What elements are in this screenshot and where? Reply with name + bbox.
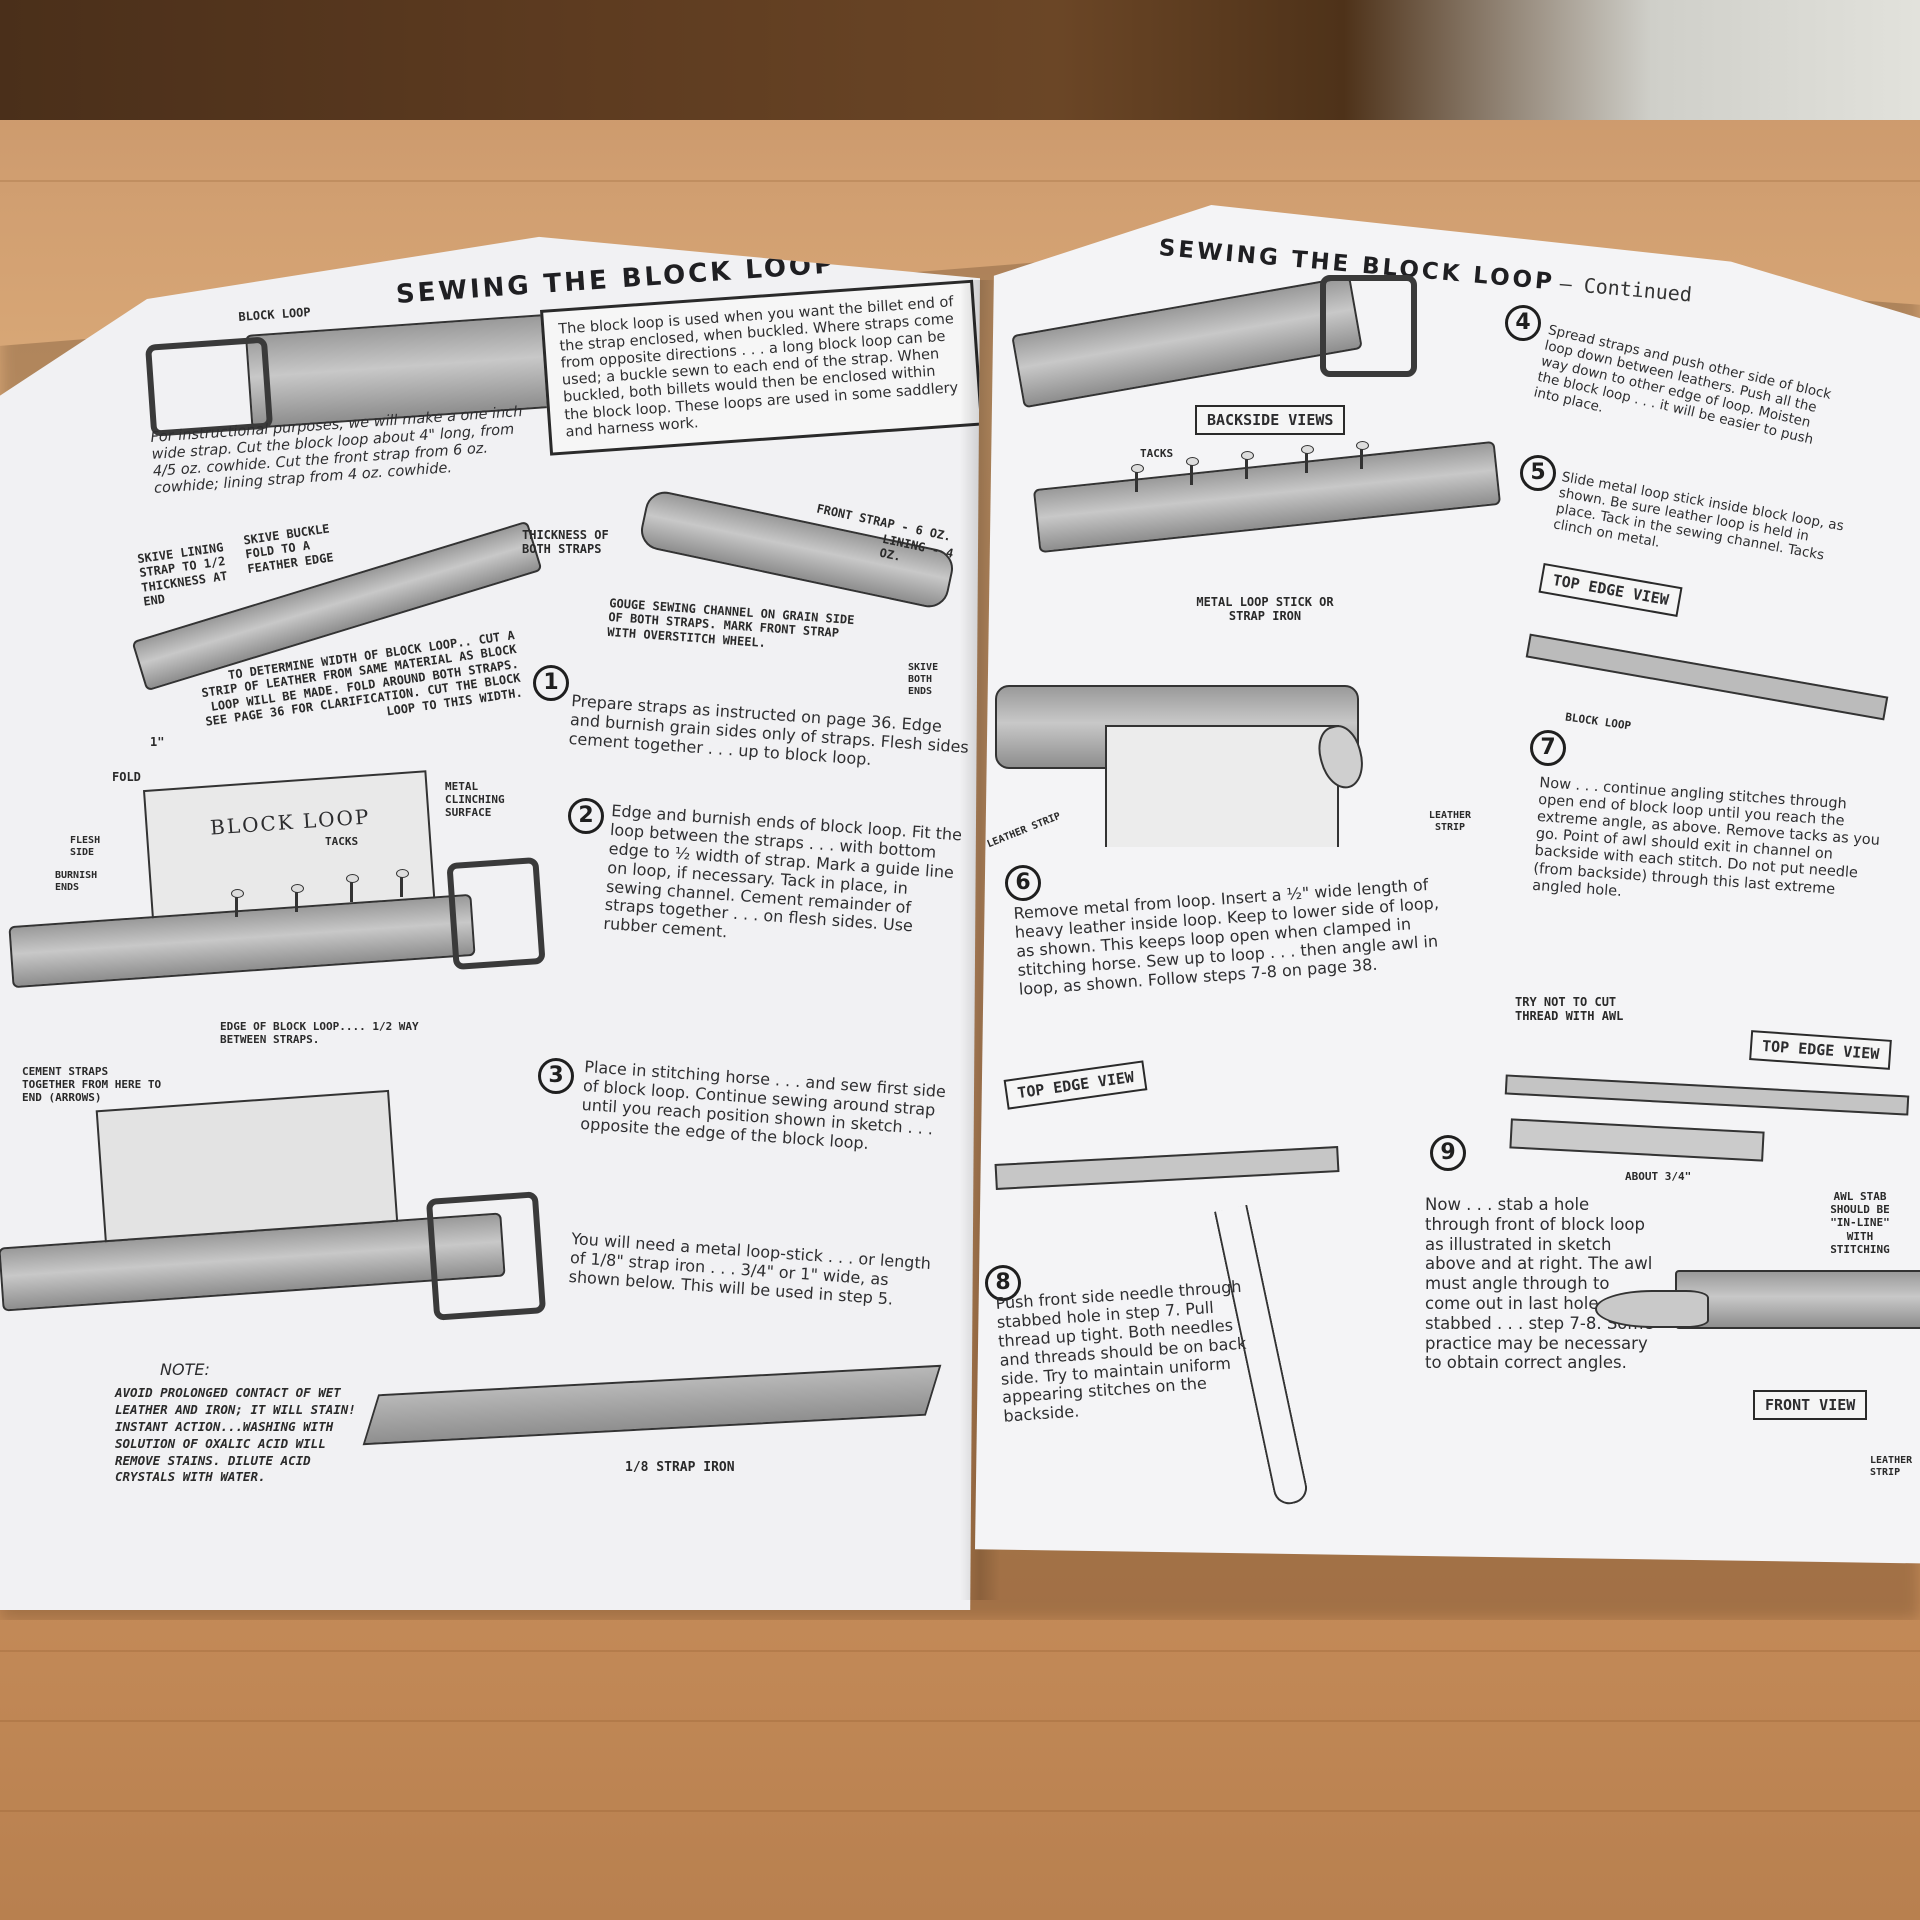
metal-clinching-label: METAL CLINCHING SURFACE bbox=[445, 780, 505, 820]
leather-strip-label-bottom: LEATHER STRIP bbox=[1870, 1455, 1913, 1478]
step-number-4: 4 bbox=[1505, 305, 1541, 341]
block-loop-label-right: BLOCK LOOP bbox=[1564, 710, 1632, 733]
metal-loop-stick-label: METAL LOOP STICK OR STRAP IRON bbox=[1196, 595, 1334, 624]
edge-of-loop-label: EDGE OF BLOCK LOOP.... 1/2 WAY BETWEEN S… bbox=[220, 1020, 419, 1047]
step-4-text: Spread straps and push other side of blo… bbox=[1532, 322, 1833, 448]
gouge-label: GOUGE SEWING CHANNEL ON GRAIN SIDE OF BO… bbox=[606, 595, 855, 650]
step-5: 5 bbox=[1520, 455, 1556, 491]
skive-buckle-label: SKIVE BUCKLE FOLD TO A FEATHER EDGE bbox=[242, 521, 335, 576]
leather-strip-label-left: LEATHER STRIP bbox=[985, 810, 1063, 851]
strap-iron-label: 1/8 STRAP IRON bbox=[625, 1460, 735, 1475]
top-edge-view-label-1: TOP EDGE VIEW bbox=[1538, 562, 1683, 618]
try-not-cut-label: TRY NOT TO CUT THREAD WITH AWL bbox=[1515, 995, 1624, 1024]
tack-icon bbox=[346, 874, 359, 902]
loop-clamp-illustration bbox=[1105, 725, 1339, 847]
skive-both-label: SKIVE BOTH ENDS bbox=[908, 662, 939, 697]
right-page: SEWING THE BLOCK LOOP — Continued BACKSI… bbox=[975, 205, 1920, 1564]
step-6: 6 bbox=[1005, 865, 1041, 901]
thickness-label: THICKNESS OF BOTH STRAPS bbox=[522, 528, 609, 557]
block-loop-edge-3 bbox=[1509, 1118, 1765, 1162]
step-2: 2 bbox=[568, 798, 604, 834]
step-9-text: Now . . . stab a hole through front of b… bbox=[1425, 1195, 1654, 1373]
loop-stick-text: You will need a metal loop-stick . . . o… bbox=[568, 1229, 932, 1309]
intro-box: The block loop is used when you want the… bbox=[540, 279, 980, 456]
awl-stab-label: AWL STAB SHOULD BE "IN-LINE" WITH STITCH… bbox=[1830, 1190, 1890, 1256]
tacks-label: TACKS bbox=[325, 835, 359, 848]
tack-icon bbox=[396, 869, 409, 897]
top-edge-view-label-2: TOP EDGE VIEW bbox=[1003, 1060, 1148, 1110]
tack-icon bbox=[231, 889, 244, 917]
step-3-text: Place in stitching horse . . . and sew f… bbox=[579, 1057, 947, 1153]
buckle-diagram-4 bbox=[425, 1191, 547, 1321]
tack-icon bbox=[1356, 441, 1369, 469]
left-page: SEWING THE BLOCK LOOP BLOCK LOOP The blo… bbox=[0, 236, 980, 1610]
step-number-7: 7 bbox=[1530, 730, 1566, 766]
top-edge-strap-1 bbox=[1525, 633, 1889, 721]
top-edge-view-label-3: TOP EDGE VIEW bbox=[1749, 1030, 1893, 1070]
step-number-9: 9 bbox=[1430, 1135, 1466, 1171]
step-number-6: 6 bbox=[1005, 865, 1041, 901]
top-edge-strap-3 bbox=[1504, 1074, 1910, 1116]
leather-strip-label-right: LEATHER STRIP bbox=[1428, 810, 1472, 833]
block-loop-label: BLOCK LOOP bbox=[238, 304, 312, 324]
wood-grain bbox=[0, 1810, 1920, 1812]
wood-grain bbox=[0, 180, 1920, 182]
top-edge-strap-2 bbox=[994, 1146, 1340, 1190]
step-4: 4 bbox=[1505, 305, 1541, 341]
buckle-diagram-3 bbox=[446, 856, 546, 971]
awl-icon bbox=[1595, 1290, 1709, 1328]
step-6-text: Remove metal from loop. Insert a ½" wide… bbox=[1012, 875, 1440, 999]
step-8: 8 bbox=[985, 1265, 1021, 1301]
step-number-8: 8 bbox=[985, 1265, 1021, 1301]
belt-tacks-illustration bbox=[1032, 440, 1502, 554]
about-three-quarter-label: ABOUT 3/4" bbox=[1625, 1170, 1692, 1183]
tack-icon bbox=[1131, 464, 1144, 492]
step-3: 3 bbox=[538, 1058, 574, 1094]
step-7: 7 bbox=[1530, 730, 1566, 766]
backside-views-label: BACKSIDE VIEWS bbox=[1195, 405, 1346, 435]
fold-label: FOLD bbox=[112, 770, 141, 784]
front-view-strap bbox=[1675, 1270, 1920, 1329]
step-number-3: 3 bbox=[538, 1058, 574, 1094]
skive-lining-label: SKIVE LINING STRAP TO 1/2 THICKNESS AT E… bbox=[136, 540, 229, 609]
tack-icon bbox=[1301, 445, 1314, 473]
step-number-1: 1 bbox=[533, 665, 569, 701]
wood-grain bbox=[0, 1720, 1920, 1722]
step-2-text: Edge and burnish ends of block loop. Fit… bbox=[602, 801, 963, 942]
flesh-side-label: FLESH SIDE bbox=[70, 835, 101, 858]
cement-straps-label: CEMENT STRAPS TOGETHER FROM HERE TO END … bbox=[22, 1065, 162, 1105]
tack-icon bbox=[1186, 457, 1199, 485]
strap-iron-illustration bbox=[362, 1364, 942, 1446]
step-number-2: 2 bbox=[568, 798, 604, 834]
buckle-backside bbox=[1320, 275, 1417, 377]
note-text: AVOID PROLONGED CONTACT OF WET LEATHER A… bbox=[115, 1385, 356, 1485]
step-8-text: Push front side needle through stabbed h… bbox=[994, 1276, 1247, 1426]
burnish-ends-label: BURNISH ENDS bbox=[55, 870, 98, 893]
wood-grain bbox=[0, 1650, 1920, 1652]
step-1: 1 bbox=[533, 665, 569, 701]
background-wall bbox=[0, 0, 1920, 120]
step-9: 9 bbox=[1430, 1135, 1466, 1171]
front-view-label: FRONT VIEW bbox=[1753, 1390, 1868, 1420]
belt-backside-illustration bbox=[1011, 275, 1363, 409]
note-heading: NOTE: bbox=[160, 1360, 210, 1379]
step-7-text: Now . . . continue angling stitches thro… bbox=[1531, 775, 1881, 900]
tacks-label-right: TACKS bbox=[1140, 447, 1174, 460]
one-inch-label: 1" bbox=[150, 735, 165, 749]
block-loop-panel-2 bbox=[95, 1089, 399, 1245]
step-number-5: 5 bbox=[1520, 455, 1556, 491]
tack-icon bbox=[291, 884, 304, 912]
tack-icon bbox=[1241, 451, 1254, 479]
step-1-text: Prepare straps as instructed on page 36.… bbox=[568, 691, 970, 769]
title-continued: — Continued bbox=[1558, 271, 1693, 307]
step-5-text: Slide metal loop stick inside block loop… bbox=[1552, 469, 1845, 564]
